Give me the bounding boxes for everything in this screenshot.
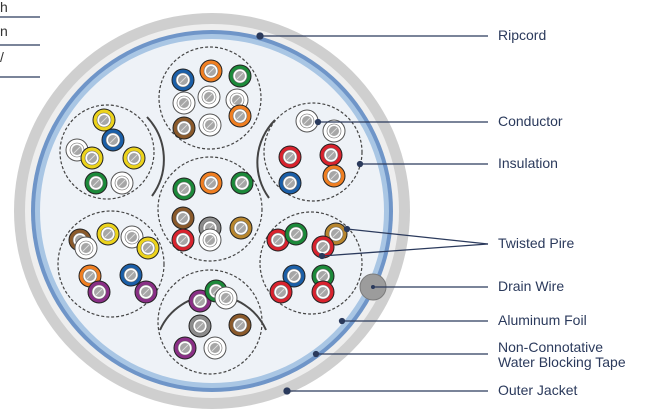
cropped-text-fragment: / (0, 49, 4, 65)
wire-white (198, 113, 222, 137)
wire-white (295, 109, 319, 133)
wire-white (120, 225, 144, 249)
wire-white (214, 286, 238, 310)
wire-white (197, 85, 221, 109)
wire-yellow (92, 108, 116, 132)
wire-orange (199, 171, 223, 195)
cropped-text-fragment: h (0, 0, 8, 15)
wire-red (171, 228, 195, 252)
wire-green (84, 171, 108, 195)
wire-white (74, 236, 98, 260)
wire-brown (172, 116, 196, 140)
conductor-label: Conductor (498, 113, 563, 129)
insulation-label: Insulation (498, 155, 558, 171)
wire-blue (282, 264, 306, 288)
ripcord-label: Ripcord (498, 27, 547, 43)
wire-yellow (80, 146, 104, 170)
wire-orange (228, 104, 252, 128)
wire-orange (199, 59, 223, 83)
wire-brown (171, 206, 195, 230)
wire-green (284, 222, 308, 246)
wire-blue (171, 68, 195, 92)
wire-white (110, 171, 134, 195)
twisted-pair-label: Twisted Pire (498, 235, 575, 251)
wire-red (311, 280, 335, 304)
wire-blue (101, 128, 125, 152)
wire-brown (228, 313, 252, 337)
wire-yellow (122, 146, 146, 170)
wire-purple (173, 336, 197, 360)
wire-red (319, 143, 343, 167)
water-blocking-tape-label-line2: Water Blocking Tape (498, 354, 626, 370)
wire-red (269, 280, 293, 304)
wire-gold (324, 222, 348, 246)
wire-white (225, 88, 249, 112)
wire-gold (229, 216, 253, 240)
drain-wire-label: Drain Wire (498, 278, 565, 294)
outer-jacket-label: Outer Jacket (498, 382, 578, 398)
water-blocking-tape-label-line1: Non-Connotative (498, 339, 604, 355)
cropped-fragment-lines (0, 16, 40, 78)
wire-gray (188, 314, 212, 338)
wire-red (266, 228, 290, 252)
wire-yellow (136, 236, 160, 260)
wire-green (228, 64, 252, 88)
cropped-text-fragment: n (0, 23, 8, 39)
wire-white (172, 91, 196, 115)
wire-white (322, 119, 346, 143)
wire-purple (134, 280, 158, 304)
wire-yellow (96, 222, 120, 246)
bundle-outlines (57, 46, 363, 375)
wire-green (311, 264, 335, 288)
wire-red (278, 145, 302, 169)
wire-red (311, 235, 335, 259)
wire-green (230, 171, 254, 195)
aluminum-foil-label: Aluminum Foil (498, 312, 587, 328)
wire-orange (322, 164, 346, 188)
wire-white (198, 228, 222, 252)
leader-lines (256, 32, 489, 395)
wire-purple (87, 280, 111, 304)
wire-blue (119, 263, 143, 287)
twisted-pair-wires (65, 59, 348, 360)
wire-green (172, 177, 196, 201)
wire-white (203, 336, 227, 360)
wire-blue (278, 171, 302, 195)
